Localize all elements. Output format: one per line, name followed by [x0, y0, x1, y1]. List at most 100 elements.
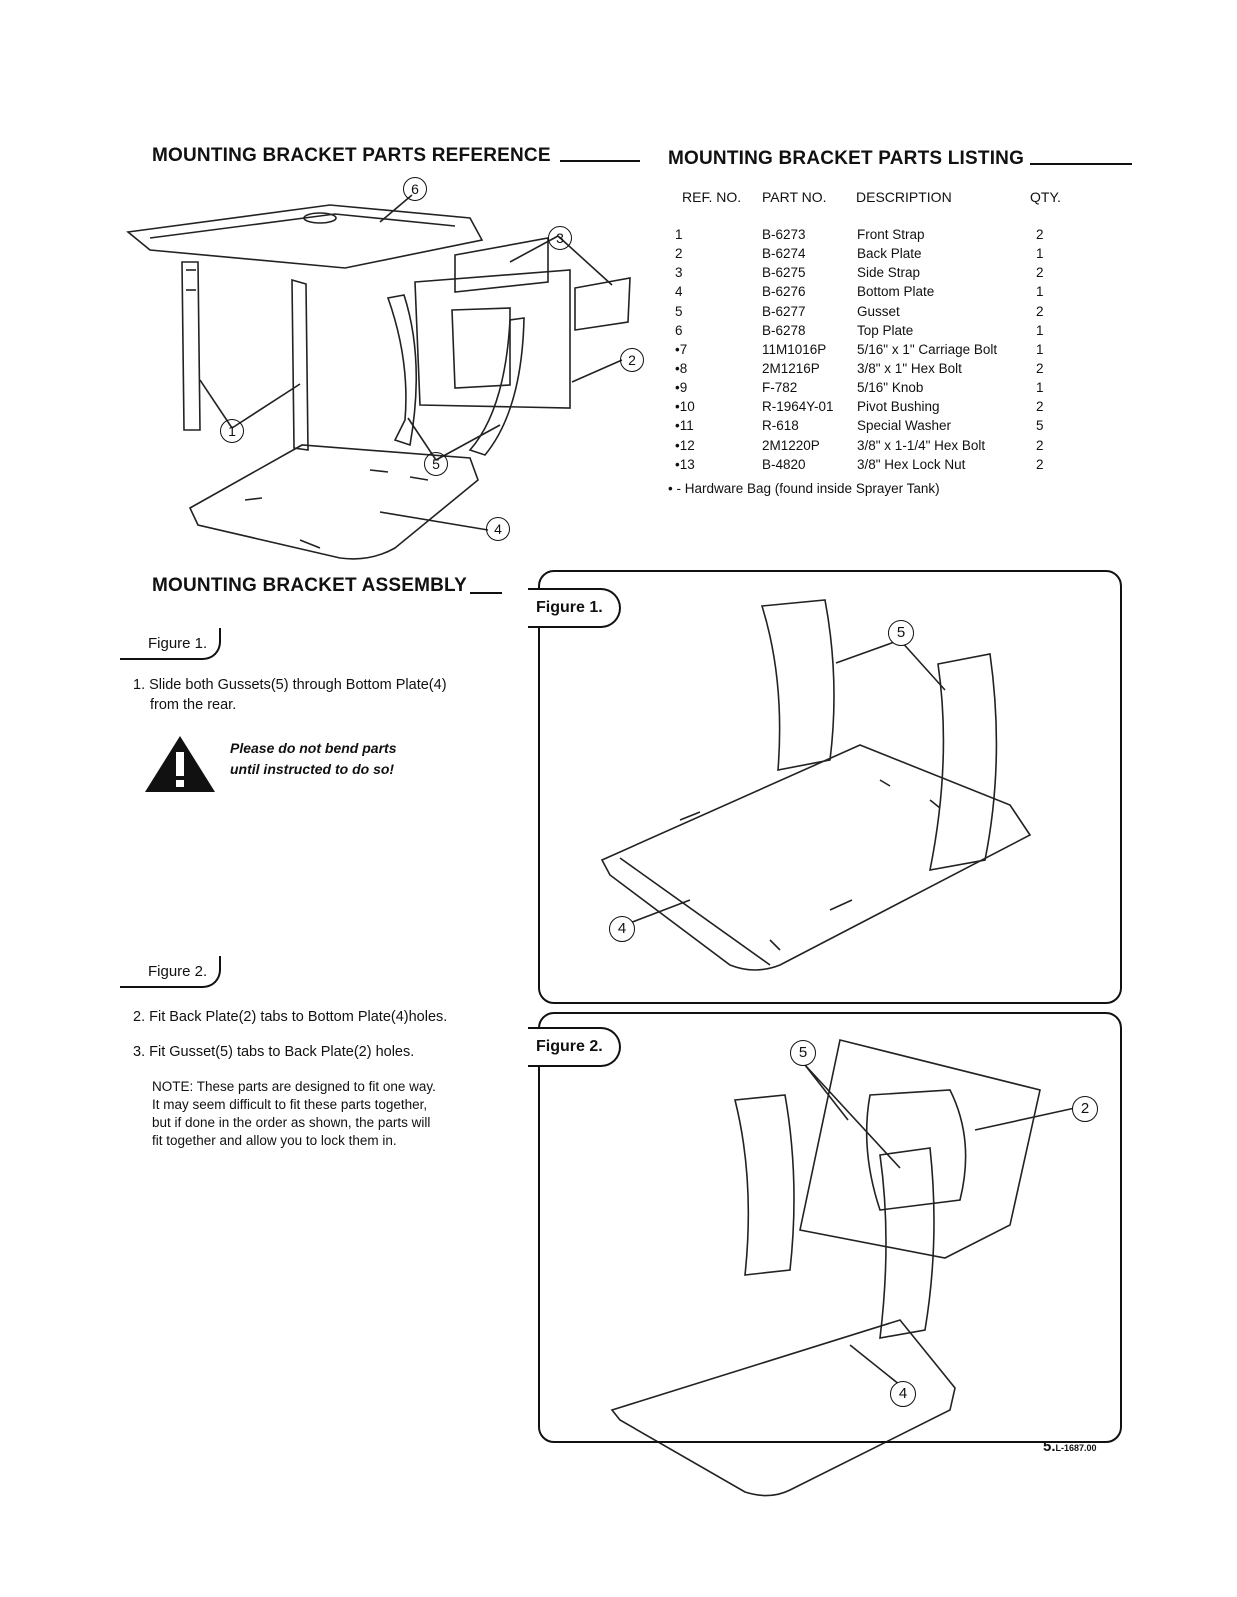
step1-text: 1. Slide both Gussets(5) through Bottom …: [133, 677, 447, 693]
fig1-callout-4: 4: [609, 916, 635, 942]
part-cell: B-6275: [762, 265, 806, 280]
step2-text: 2. Fit Back Plate(2) tabs to Bottom Plat…: [133, 1009, 448, 1025]
header-description: DESCRIPTION: [856, 189, 952, 205]
qty-cell: 2: [1036, 265, 1044, 280]
warning-line-2: until instructed to do so!: [230, 761, 395, 777]
ref-cell: 4: [675, 284, 683, 299]
qty-cell: 1: [1036, 323, 1044, 338]
desc-cell: Back Plate: [857, 246, 922, 261]
note-line: fit together and allow you to lock them …: [152, 1133, 397, 1148]
part-cell: B-6278: [762, 323, 806, 338]
desc-cell: Special Washer: [857, 418, 952, 433]
callout-5: 5: [424, 452, 448, 476]
fig2-callout-4: 4: [890, 1381, 916, 1407]
page-footer: 5.L-1687.00: [1043, 1438, 1097, 1455]
part-cell: B-6276: [762, 284, 806, 299]
note-line: NOTE: These parts are designed to fit on…: [152, 1079, 436, 1094]
header-ref-no: REF. NO.: [682, 189, 742, 205]
desc-cell: Bottom Plate: [857, 284, 935, 299]
callout-4: 4: [486, 517, 510, 541]
ref-cell: 1: [675, 227, 683, 242]
qty-cell: 1: [1036, 380, 1044, 395]
ref-cell: 2: [675, 246, 683, 261]
parts-reference-title: MOUNTING BRACKET PARTS REFERENCE: [152, 145, 551, 166]
qty-cell: 2: [1036, 361, 1044, 376]
figure2-box: [538, 1012, 1122, 1443]
callout-3: 3: [548, 226, 572, 250]
ref-cell: 6: [675, 323, 683, 338]
qty-cell: 2: [1036, 304, 1044, 319]
step3-text: 3. Fit Gusset(5) tabs to Back Plate(2) h…: [133, 1044, 415, 1060]
figure1-label: Figure 1.: [528, 588, 621, 628]
table-row: 5 B-6277 Gusset 2: [675, 304, 1095, 323]
note-line: It may seem difficult to fit these parts…: [152, 1097, 428, 1112]
table-row: 1 B-6273 Front Strap 2: [675, 227, 1095, 246]
assembly-title-rule: [470, 592, 502, 594]
table-row: 2 B-6274 Back Plate 1: [675, 246, 1095, 265]
callout-1: 1: [220, 419, 244, 443]
figure2-label: Figure 2.: [528, 1027, 621, 1067]
fig2-callout-5: 5: [790, 1040, 816, 1066]
header-part-no: PART NO.: [762, 189, 827, 205]
ref-cell: •7: [675, 342, 688, 357]
table-row: •13 B-4820 3/8" Hex Lock Nut 2: [675, 457, 1095, 476]
table-row: •11 R-618 Special Washer 5: [675, 418, 1095, 437]
part-cell: 2M1216P: [762, 361, 820, 376]
warning-icon: [145, 736, 215, 792]
callout-6: 6: [403, 177, 427, 201]
fig1-callout-5: 5: [888, 620, 914, 646]
desc-cell: 3/8" x 1" Hex Bolt: [857, 361, 962, 376]
qty-cell: 5: [1036, 418, 1044, 433]
desc-cell: 3/8" Hex Lock Nut: [857, 457, 966, 472]
part-cell: R-618: [762, 418, 799, 433]
ref-cell: •12: [675, 438, 695, 453]
part-cell: R-1964Y-01: [762, 399, 834, 414]
qty-cell: 2: [1036, 399, 1044, 414]
qty-cell: 2: [1036, 438, 1044, 453]
ref-cell: •11: [675, 418, 694, 433]
part-cell: 2M1220P: [762, 438, 820, 453]
part-cell: B-6273: [762, 227, 806, 242]
ref-cell: 5: [675, 304, 683, 319]
table-row: 6 B-6278 Top Plate 1: [675, 323, 1095, 342]
table-row: •9 F-782 5/16" Knob 1: [675, 380, 1095, 399]
qty-cell: 1: [1036, 284, 1044, 299]
desc-cell: Gusset: [857, 304, 900, 319]
desc-cell: Front Strap: [857, 227, 925, 242]
qty-cell: 2: [1036, 457, 1044, 472]
desc-cell: Side Strap: [857, 265, 921, 280]
assembly-note: NOTE: These parts are designed to fit on…: [152, 1078, 436, 1150]
table-row: •10 R-1964Y-01 Pivot Bushing 2: [675, 399, 1095, 418]
part-cell: B-6277: [762, 304, 806, 319]
part-cell: F-782: [762, 380, 798, 395]
qty-cell: 1: [1036, 342, 1044, 357]
desc-cell: Pivot Bushing: [857, 399, 940, 414]
document-code: L-1687.00: [1055, 1443, 1097, 1453]
qty-cell: 2: [1036, 227, 1044, 242]
table-row: •8 2M1216P 3/8" x 1" Hex Bolt 2: [675, 361, 1095, 380]
desc-cell: 5/16" Knob: [857, 380, 924, 395]
callout-2: 2: [620, 348, 644, 372]
listing-title-rule: [1030, 163, 1132, 165]
part-cell: B-6274: [762, 246, 806, 261]
title-rule: [560, 160, 640, 162]
warning-line-1: Please do not bend parts: [230, 740, 397, 756]
ref-cell: •10: [675, 399, 695, 414]
ref-cell: •9: [675, 380, 688, 395]
desc-cell: 3/8" x 1-1/4" Hex Bolt: [857, 438, 986, 453]
figure1-box: [538, 570, 1122, 1004]
warning-text: Please do not bend parts until instructe…: [230, 738, 396, 780]
desc-cell: 5/16" x 1" Carriage Bolt: [857, 342, 998, 357]
assembly-title: MOUNTING BRACKET ASSEMBLY: [152, 575, 467, 596]
table-row: 4 B-6276 Bottom Plate 1: [675, 284, 1095, 303]
ref-cell: •13: [675, 457, 695, 472]
step1-text-cont: from the rear.: [150, 697, 237, 713]
figure2-step-tag: Figure 2.: [120, 956, 222, 988]
note-line: but if done in the order as shown, the p…: [152, 1115, 431, 1130]
fig2-callout-2: 2: [1072, 1096, 1098, 1122]
qty-cell: 1: [1036, 246, 1044, 261]
part-cell: 11M1016P: [762, 342, 827, 357]
parts-listing-title: MOUNTING BRACKET PARTS LISTING: [668, 148, 1025, 169]
table-row: •7 11M1016P 5/16" x 1" Carriage Bolt 1: [675, 342, 1095, 361]
part-cell: B-4820: [762, 457, 806, 472]
